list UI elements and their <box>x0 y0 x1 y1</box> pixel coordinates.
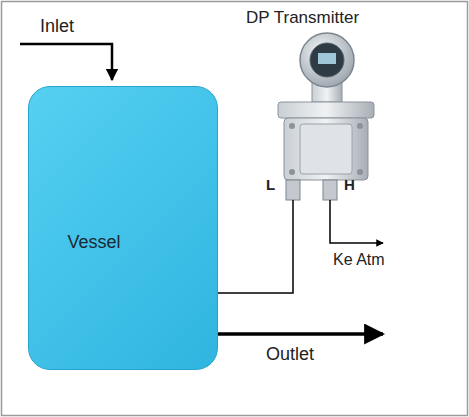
vent-label: Ke Atm <box>333 251 385 269</box>
inlet-arrow <box>20 44 112 80</box>
node-text: Vessel <box>67 232 120 253</box>
atmosphere-arrow <box>330 200 383 243</box>
port-label: L <box>266 176 275 193</box>
impulse-line <box>218 200 293 293</box>
outlet-label: Outlet <box>266 344 314 365</box>
port-label: H <box>344 176 355 193</box>
dp-transmitter: DP Transmitter <box>270 8 382 200</box>
vessel-box: Vessel <box>28 86 218 370</box>
dp-transmitter-symbol <box>278 33 374 200</box>
inlet-label: Inlet <box>40 16 74 37</box>
node-text: DP Transmitter <box>246 8 359 28</box>
outlet-arrow <box>218 332 383 336</box>
